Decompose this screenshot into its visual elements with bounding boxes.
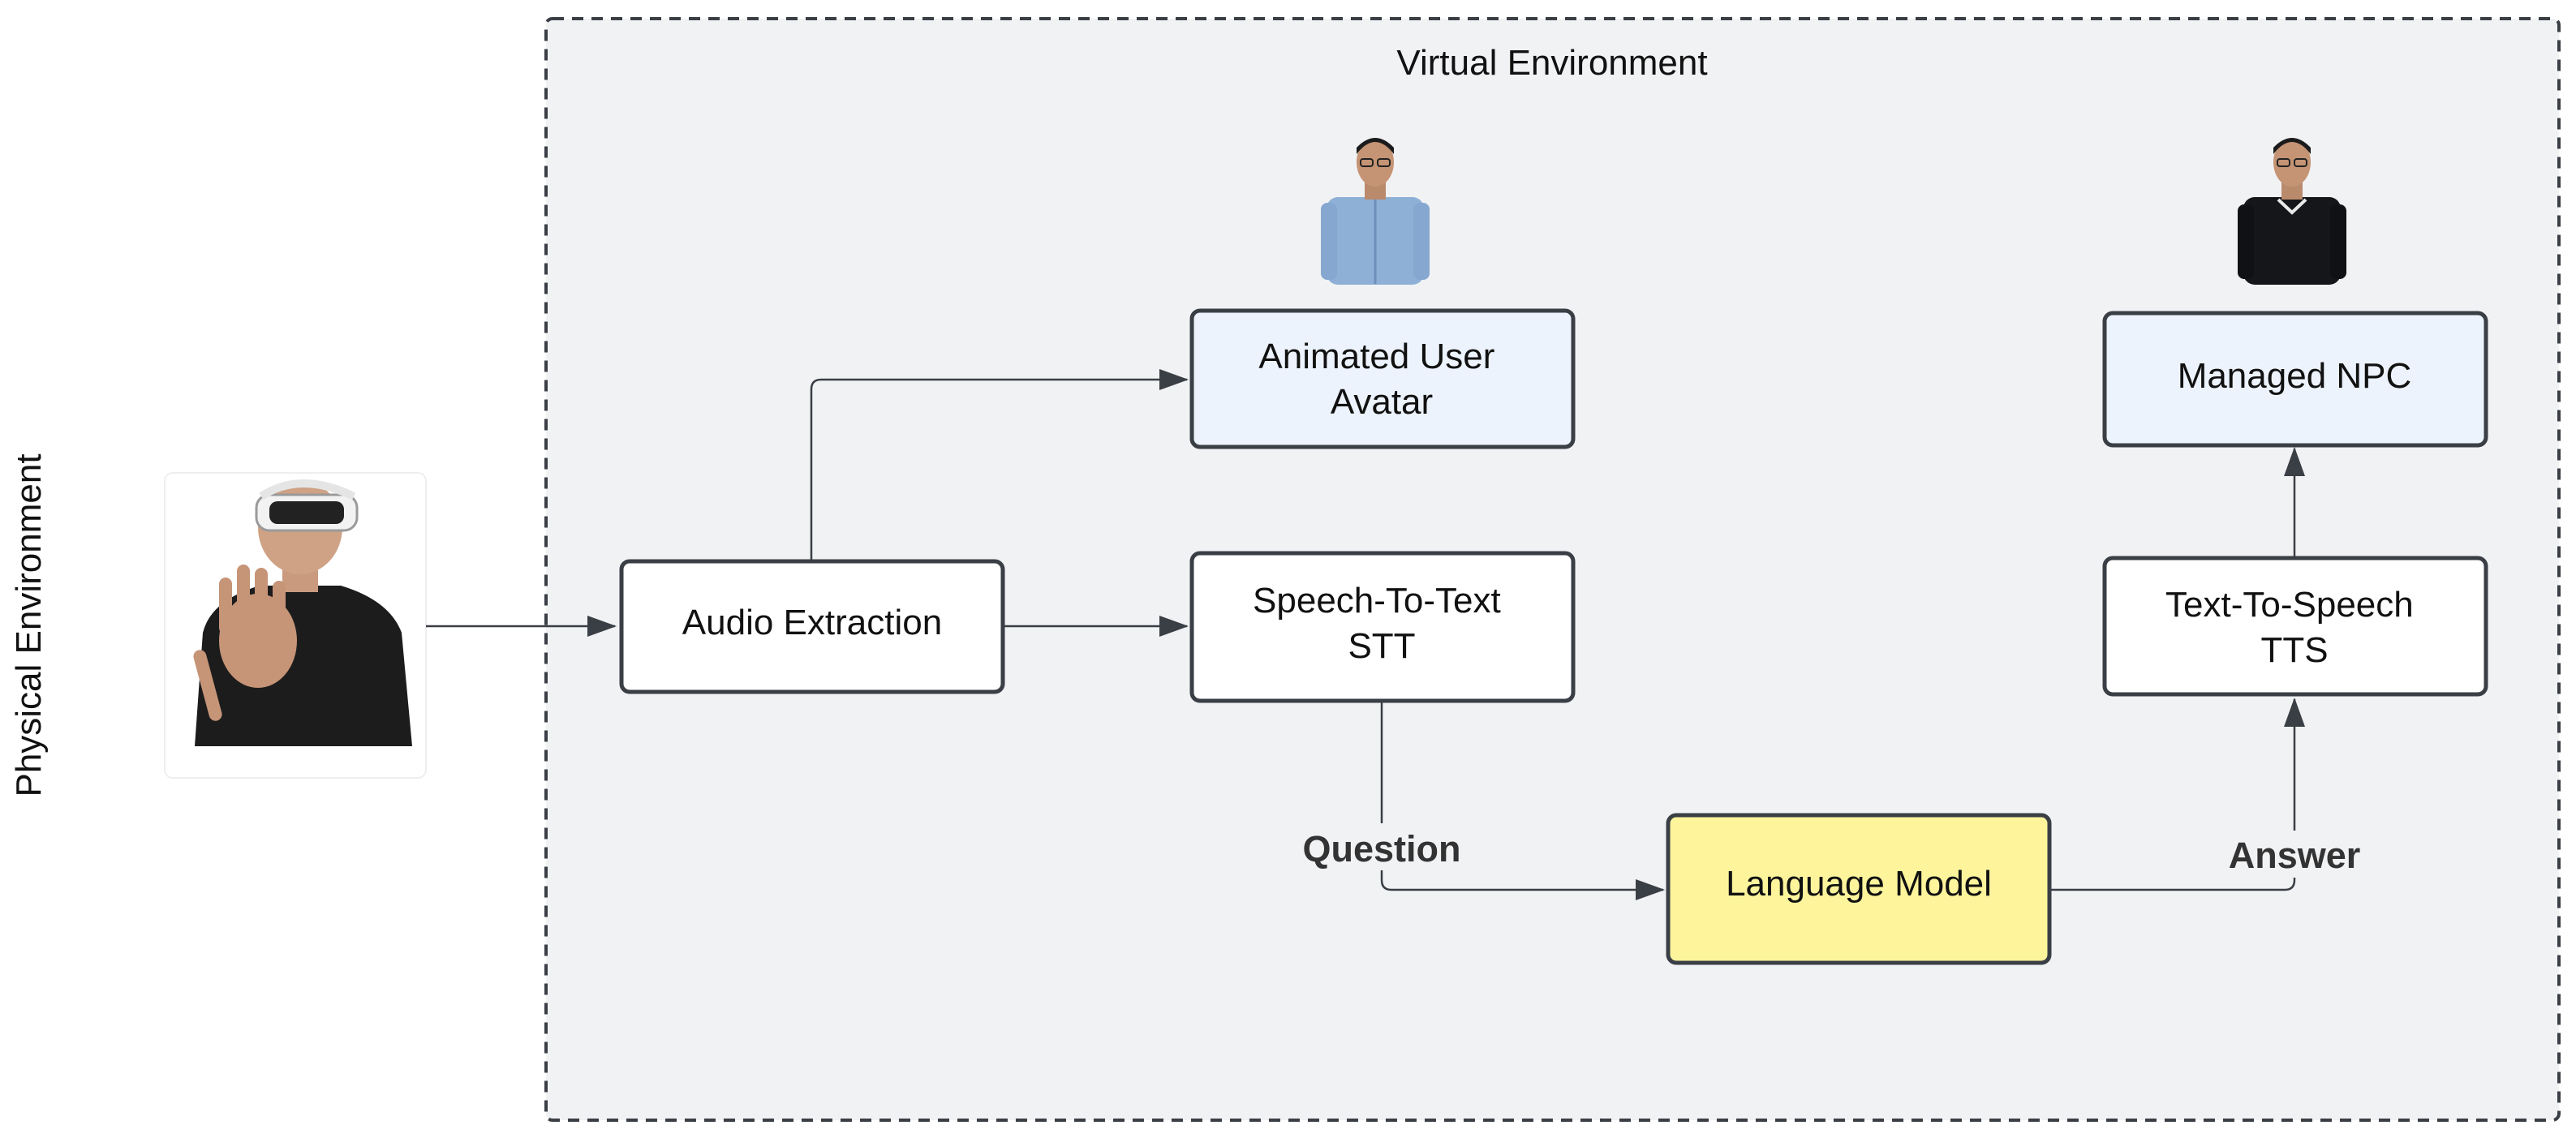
edge-label-question: Question bbox=[1302, 828, 1460, 870]
node-animated-user-avatar: Animated User Avatar bbox=[1189, 308, 1576, 449]
node-text-to-speech: Text-To-Speech TTS bbox=[2102, 556, 2488, 697]
edges bbox=[426, 369, 2305, 900]
audio-extraction-label: Audio Extraction bbox=[682, 603, 942, 642]
speech-to-text-label: Speech-To-Text STT bbox=[1253, 581, 1511, 666]
physical-environment-label: Physical Environment bbox=[9, 453, 49, 797]
managed-npc-label: Managed NPC bbox=[2178, 356, 2412, 396]
vr-user-image bbox=[164, 472, 427, 779]
edge-stt-to-language-model bbox=[1380, 702, 1665, 900]
animated-user-avatar-label: Animated User Avatar bbox=[1258, 337, 1504, 422]
virtual-environment-label: Virtual Environment bbox=[1396, 43, 1707, 83]
node-speech-to-text: Speech-To-Text STT bbox=[1189, 551, 1576, 703]
node-audio-extraction: Audio Extraction bbox=[619, 559, 1005, 694]
edge-label-answer: Answer bbox=[2229, 835, 2361, 876]
user-avatar-figure bbox=[1321, 138, 1430, 285]
language-model-label: Language Model bbox=[1726, 864, 1992, 904]
edge-label-question-bg: Question bbox=[1296, 823, 1468, 870]
edge-audio-to-avatar bbox=[810, 369, 1189, 560]
node-managed-npc: Managed NPC bbox=[2102, 311, 2488, 448]
edge-language-model-to-tts bbox=[2048, 698, 2305, 891]
text-to-speech-label: Text-To-Speech TTS bbox=[2165, 585, 2423, 670]
node-language-model: Language Model bbox=[1666, 813, 2052, 965]
edge-label-answer-bg: Answer bbox=[2217, 831, 2372, 878]
npc-figure bbox=[2238, 138, 2346, 285]
